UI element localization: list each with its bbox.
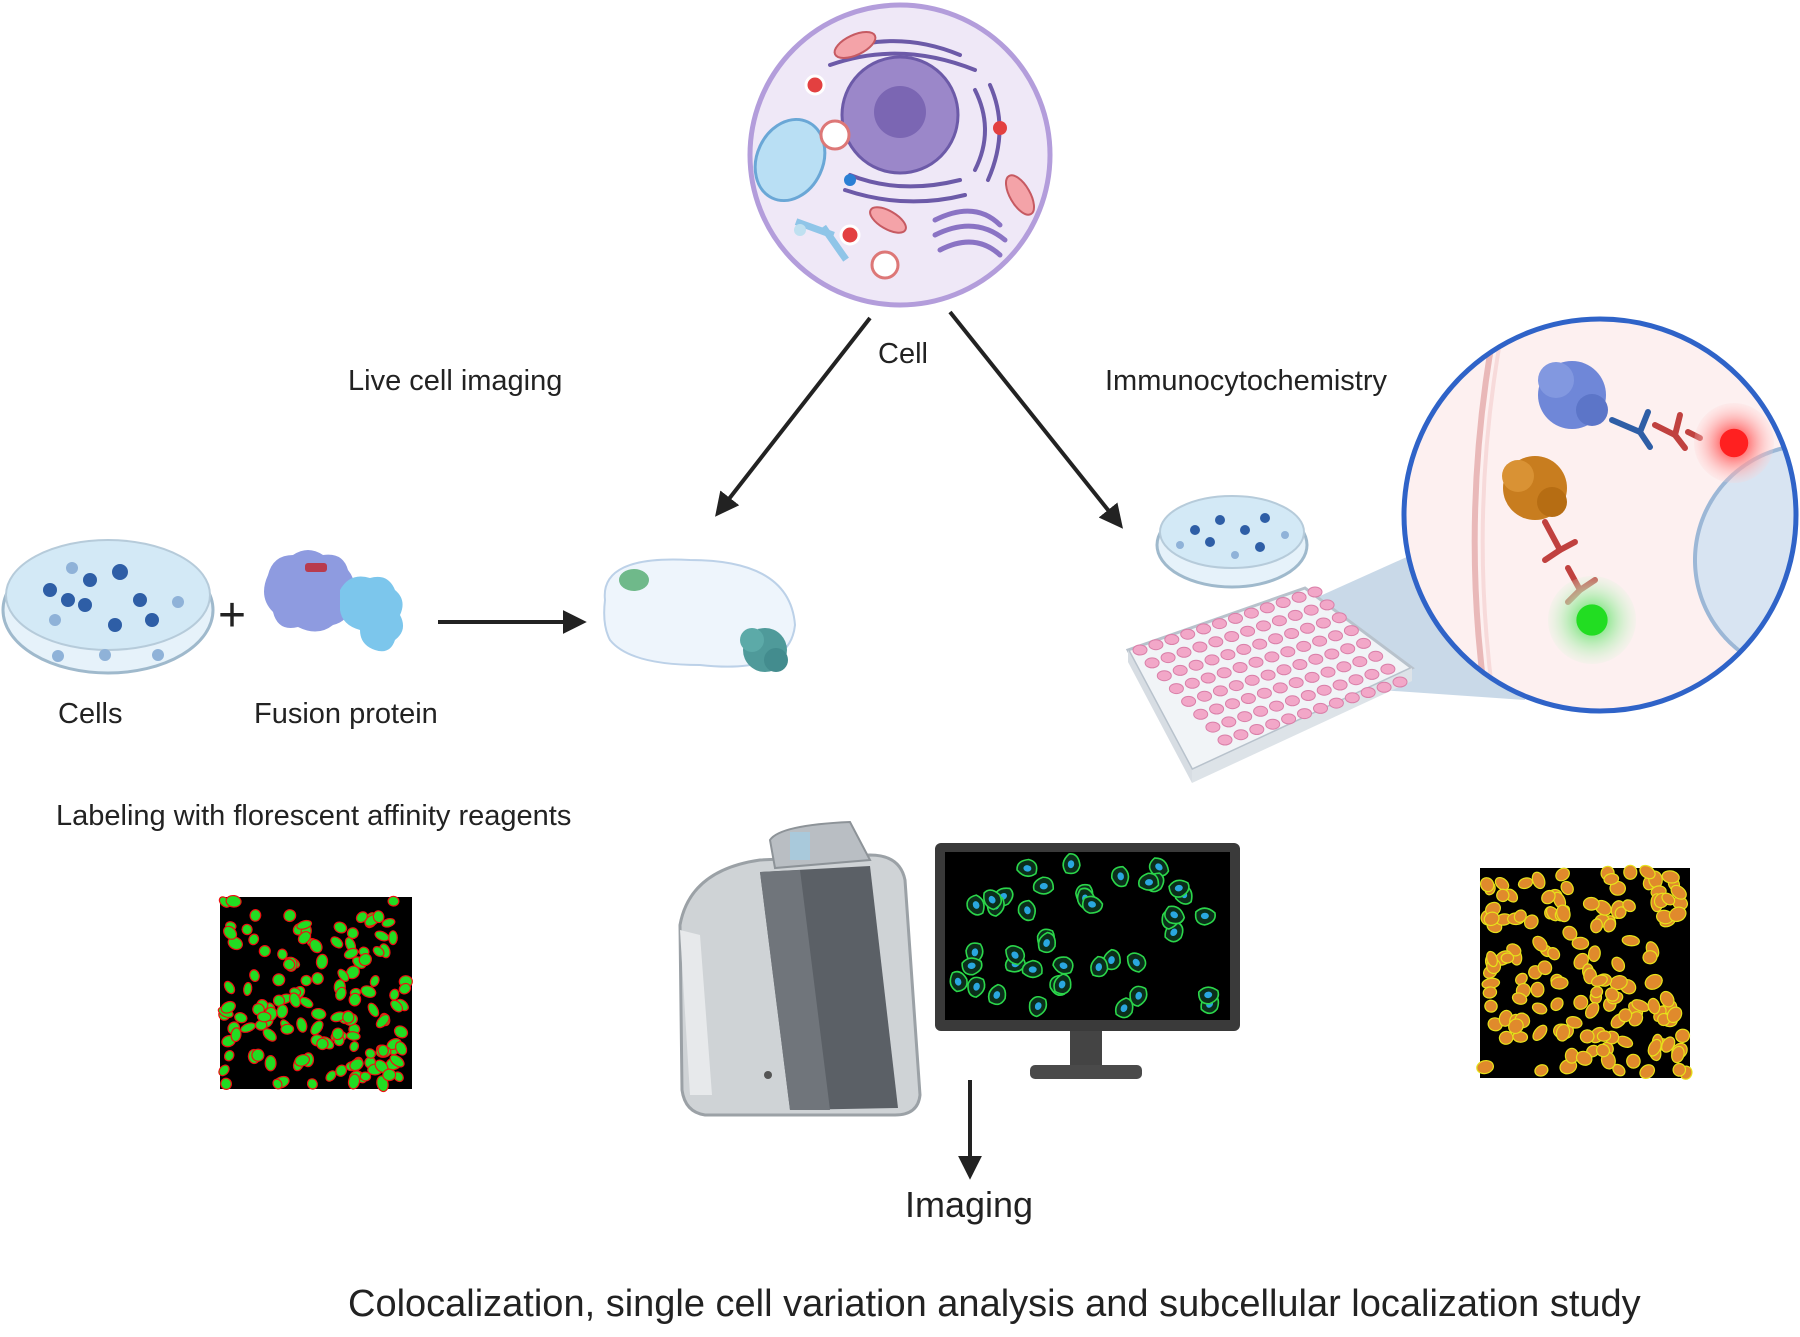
cell-label: Cell [878,338,928,370]
eukaryotic-cell-icon [747,2,1053,308]
fusion-protein-label: Fusion protein [254,698,438,730]
well-plate-icon [1125,586,1415,783]
plate-wells [1132,586,1408,746]
petri-dish-icon [1,539,215,675]
labeled-cell-icon [603,558,797,672]
plus-sign: + [218,589,247,642]
fusion-protein-icon [264,550,404,652]
antibody-zoom-icon [1401,316,1799,714]
live-cell-imaging-label: Live cell imaging [348,365,563,397]
green-red-micrograph-icon [217,894,413,1093]
labeling-label: Labeling with florescent affinity reagen… [56,800,572,832]
immunocytochemistry-label: Immunocytochemistry [1105,365,1388,397]
arrow-to-immunocytochemistry [948,310,1123,529]
conclusion-label: Colocalization, single cell variation an… [348,1283,1641,1325]
petri-dish-icon [1155,495,1309,589]
orange-yellow-micrograph-icon [1476,864,1693,1080]
arrow-to-live-cell [715,316,872,517]
cells-label: Cells [58,698,123,730]
imaging-label: Imaging [905,1184,1034,1225]
imaging-system-icon [678,820,922,1117]
monitor-icon [935,843,1240,1079]
